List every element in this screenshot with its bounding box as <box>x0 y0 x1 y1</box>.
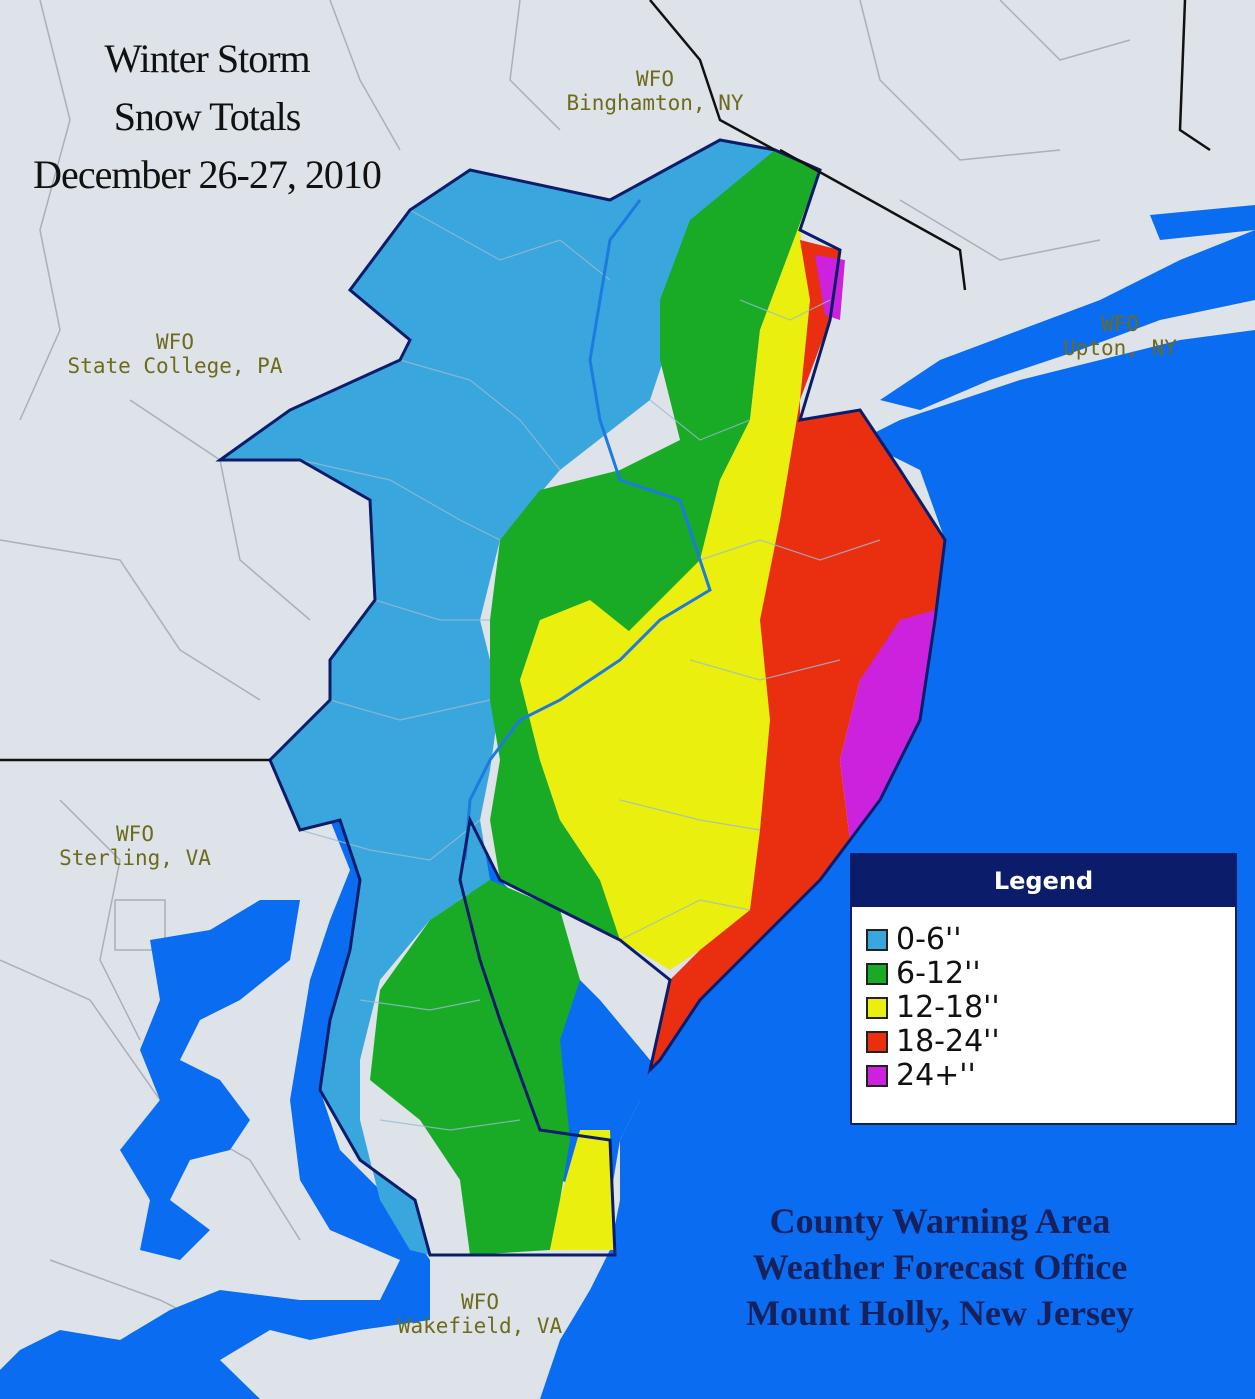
chesapeake-bay <box>0 820 430 1399</box>
legend-item-18-24: 18-24'' <box>866 1025 1235 1059</box>
snowfall-zones <box>220 140 945 1255</box>
label-wfo-state-college: WFO State College, PA <box>67 330 283 378</box>
legend-label: 12-18'' <box>896 990 1000 1025</box>
zone-18-24 <box>650 240 945 1070</box>
legend-label: 6-12'' <box>896 956 981 991</box>
legend-label: 0-6'' <box>896 922 962 957</box>
upper-water-channel <box>1150 205 1255 240</box>
cwa-line-2: Weather Forecast Office <box>752 1247 1128 1287</box>
label-wfo-upton: WFO Upton, NY <box>1063 312 1177 360</box>
legend-title: Legend <box>852 855 1235 907</box>
legend-box: Legend 0-6'' 6-12'' 12-18'' 18-24'' 24+'… <box>850 853 1237 1125</box>
zone-12-18 <box>520 170 820 1250</box>
rivers <box>463 199 712 861</box>
title-line-2: Snow Totals <box>113 94 302 139</box>
legend-item-6-12: 6-12'' <box>866 957 1235 991</box>
chesapeake-west-inlets <box>120 900 300 1260</box>
legend-items: 0-6'' 6-12'' 12-18'' 18-24'' 24+'' <box>852 907 1235 1093</box>
title-line-3: December 26-27, 2010 <box>33 152 382 197</box>
legend-label: 24+'' <box>896 1058 976 1093</box>
delaware-river <box>463 199 712 861</box>
label-wfo-binghamton: WFO Binghamton, NY <box>566 67 744 115</box>
legend-swatch <box>866 997 888 1019</box>
cwa-caption: County Warning Area Weather Forecast Off… <box>680 1198 1200 1336</box>
cwa-boundary <box>215 138 947 1257</box>
legend-item-12-18: 12-18'' <box>866 991 1235 1025</box>
map-title: Winter Storm Snow Totals December 26-27,… <box>22 30 392 204</box>
interior-county-lines <box>299 209 881 1131</box>
legend-swatch <box>866 1065 888 1087</box>
cwa-line-1: County Warning Area <box>769 1201 1111 1241</box>
zone-24-plus-coast <box>840 610 935 840</box>
legend-label: 18-24'' <box>896 1024 1000 1059</box>
long-island-sound <box>880 230 1255 410</box>
legend-item-0-6: 0-6'' <box>866 923 1235 957</box>
state-lines <box>0 0 1211 762</box>
legend-item-24-plus: 24+'' <box>866 1059 1235 1093</box>
label-wfo-sterling: WFO Sterling, VA <box>59 822 211 870</box>
cwa-line-3: Mount Holly, New Jersey <box>746 1293 1134 1333</box>
legend-swatch <box>866 963 888 985</box>
legend-swatch <box>866 929 888 951</box>
label-wfo-wakefield: WFO Wakefield, VA <box>397 1290 563 1338</box>
title-line-1: Winter Storm <box>104 36 310 81</box>
legend-swatch <box>866 1031 888 1053</box>
